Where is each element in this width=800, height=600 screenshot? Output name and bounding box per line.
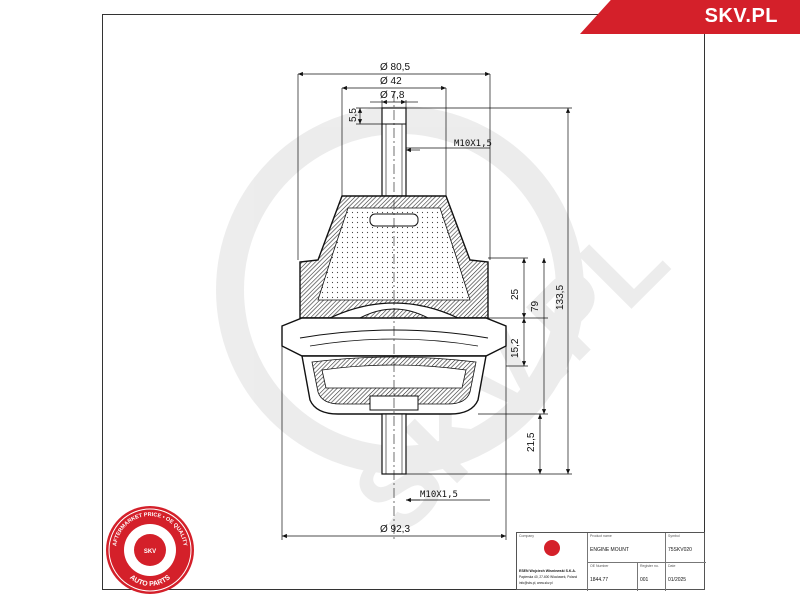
tb-symbol-value: 75SKV020 <box>668 547 692 553</box>
dimension-lines <box>281 71 572 540</box>
stamp-center-label: SKV <box>144 549 156 555</box>
tb-product-value: ENGINE MOUNT <box>590 547 629 553</box>
quality-stamp: AFTERMARKET PRICE • OE QUALITY AFTERMARK… <box>106 506 194 594</box>
brand-label: SKV.PL <box>704 5 778 27</box>
tb-register: Register no. 001 <box>637 562 665 591</box>
drawing-frame <box>102 14 705 590</box>
tb-register-value: 001 <box>640 577 649 583</box>
tb-symbol-label: Symbol <box>668 534 680 538</box>
tb-symbol: Symbol 75SKV020 <box>665 533 706 562</box>
tb-oe: OE Number 1844.77 <box>587 562 637 591</box>
tb-company-label: Company <box>519 534 534 538</box>
title-block: Company ESEN Wojciech Wisniewski S.K.A. … <box>516 532 706 591</box>
tb-company-name: ESEN Wojciech Wisniewski S.K.A. <box>519 569 576 573</box>
dim-bottom-dia: Ø 92,3 <box>380 524 410 535</box>
dim-height-25: 25 <box>510 288 521 300</box>
dim-thread-bottom: M10X1,5 <box>420 490 458 500</box>
dim-thread-top: M10X1,5 <box>454 139 492 149</box>
dim-height-133: 133,5 <box>555 285 566 310</box>
brand-banner[interactable]: SKV.PL <box>580 0 800 34</box>
tb-date: Date 01/2025 <box>665 562 706 591</box>
tb-company-web: info@skv.pl, www.skv.pl <box>519 581 553 585</box>
dim-top-mid: Ø 42 <box>380 76 402 87</box>
tb-product-label: Product name <box>590 534 612 538</box>
tb-date-label: Date <box>668 564 676 568</box>
tb-oe-label: OE Number <box>590 564 609 568</box>
dim-height-79: 79 <box>530 300 541 312</box>
company-logo <box>544 540 560 556</box>
tb-register-label: Register no. <box>640 564 659 568</box>
tb-company-addr: Papierska 40, 27-600 Wloclawek, Poland <box>519 575 578 579</box>
dim-height-21: 21,5 <box>526 432 537 452</box>
dim-height-15: 15,2 <box>510 338 521 358</box>
dim-stud-length: 5,5 <box>348 108 359 122</box>
dim-stud: Ø 7,8 <box>380 90 405 101</box>
tb-oe-value: 1844.77 <box>590 577 609 583</box>
tb-product: Product name ENGINE MOUNT <box>587 533 665 562</box>
tb-date-value: 01/2025 <box>668 577 687 583</box>
dim-top-outer: Ø 80,5 <box>380 62 410 73</box>
tb-company: Company ESEN Wojciech Wisniewski S.K.A. … <box>517 533 587 591</box>
